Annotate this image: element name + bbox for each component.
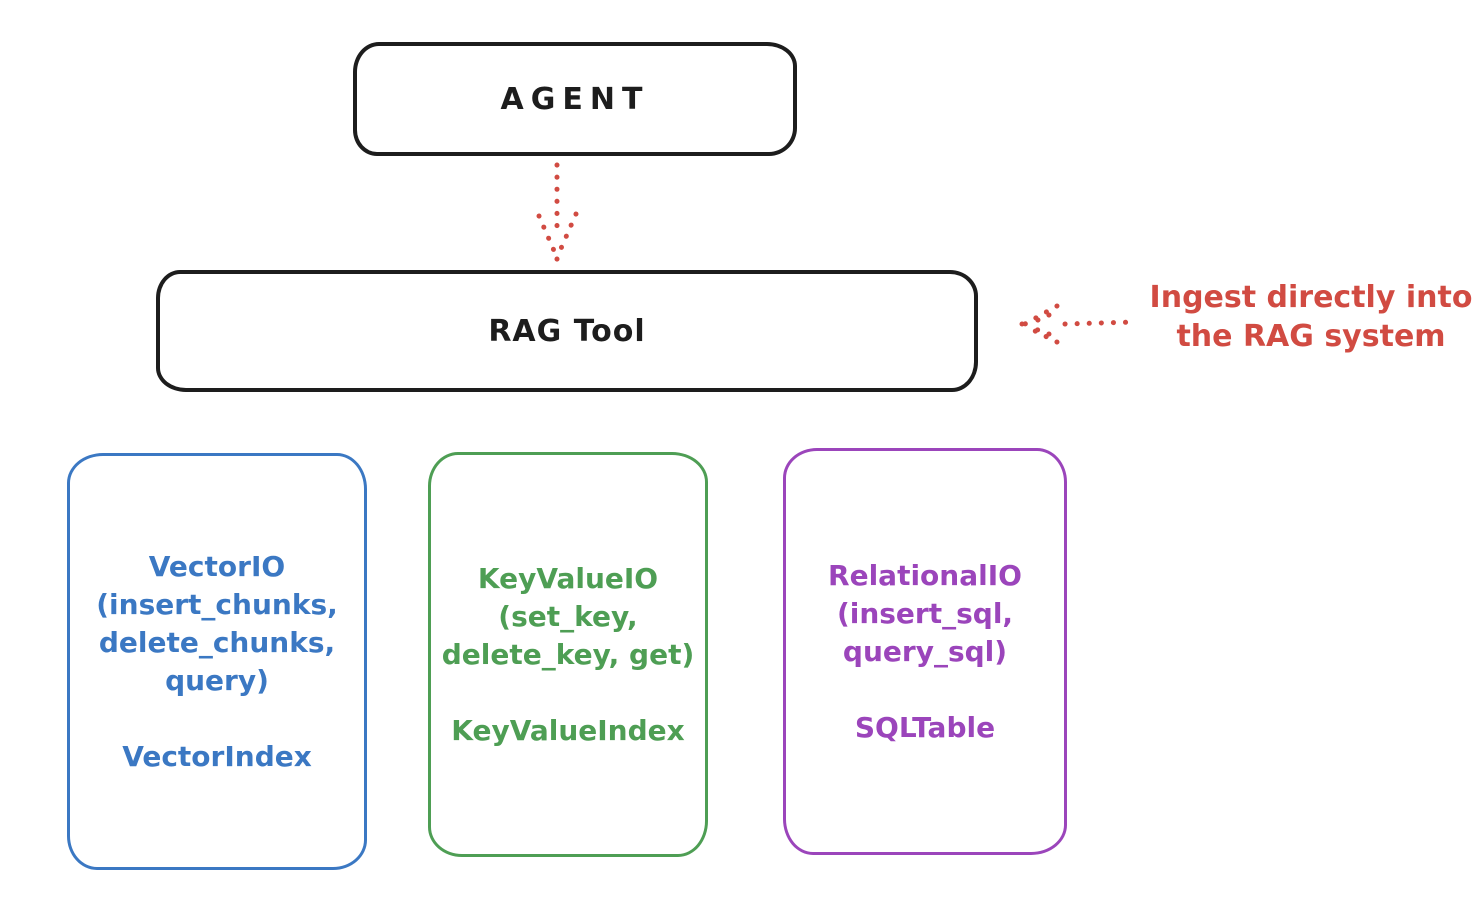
arrow-down-icon — [536, 162, 579, 262]
keyvalue-io-card: KeyValueIO (set_key, delete_key, get) Ke… — [428, 452, 708, 857]
ingest-annotation: Ingest directly into the RAG system — [1138, 278, 1484, 356]
vector-io-line: query) — [165, 663, 269, 697]
relational-io-line: (insert_sql, — [836, 596, 1014, 630]
agent-box: AGENT — [353, 42, 797, 156]
agent-label: AGENT — [500, 81, 650, 117]
rag-tool-box: RAG Tool — [156, 270, 978, 392]
rag-tool-label: RAG Tool — [488, 313, 646, 349]
vector-io-line: (insert_chunks, — [96, 587, 338, 621]
keyvalue-io-line: delete_key, get) — [441, 637, 695, 671]
ingest-annotation-line1: Ingest directly into — [1149, 280, 1473, 315]
relational-io-card: RelationalIO (insert_sql, query_sql) SQL… — [783, 448, 1067, 855]
ingest-annotation-line2: the RAG system — [1176, 319, 1446, 354]
vector-io-card: VectorIO (insert_chunks, delete_chunks, … — [67, 453, 367, 870]
keyvalue-io-line: (set_key, — [498, 599, 638, 633]
vector-io-line: VectorIO — [148, 549, 286, 583]
sql-table-label: SQLTable — [854, 710, 996, 744]
vector-io-line: delete_chunks, — [98, 625, 336, 659]
vector-index-label: VectorIndex — [122, 739, 312, 773]
keyvalue-io-line: KeyValueIO — [477, 561, 659, 595]
relational-io-line: query_sql) — [842, 634, 1008, 668]
relational-io-line: RelationalIO — [828, 558, 1022, 592]
arrow-left-icon — [1019, 303, 1138, 345]
keyvalue-index-label: KeyValueIndex — [451, 713, 685, 747]
